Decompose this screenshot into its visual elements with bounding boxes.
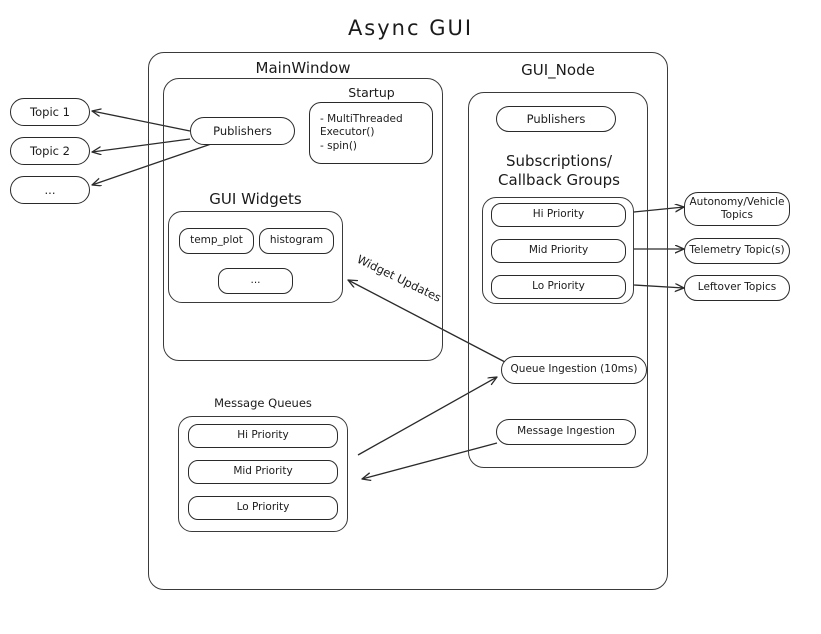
left-topic-box-1[interactable]: Topic 1	[10, 98, 90, 126]
gui-node-container	[468, 92, 648, 468]
callback-group-mid-priority[interactable]: Mid Priority	[491, 239, 626, 263]
left-topic-box-3[interactable]: ...	[10, 176, 90, 204]
message-queues-label: Message Queues	[214, 396, 312, 410]
subscriptions-label: Subscriptions/ Callback Groups	[498, 152, 620, 189]
left-topic-box-2[interactable]: Topic 2	[10, 137, 90, 165]
gui-widget-temp-plot[interactable]: temp_plot	[179, 228, 254, 254]
callback-groups-container	[482, 197, 634, 304]
main-window-publishers-box[interactable]: Publishers	[190, 117, 295, 145]
gui-widget-histogram[interactable]: histogram	[259, 228, 334, 254]
message-ingestion-box[interactable]: Message Ingestion	[496, 419, 636, 445]
message-queue-hi-priority[interactable]: Hi Priority	[188, 424, 338, 448]
right-topic-telemetry[interactable]: Telemetry Topic(s)	[684, 238, 790, 264]
gui-widgets-container	[168, 211, 343, 303]
gui-node-label: GUI_Node	[521, 61, 595, 79]
main-window-container	[163, 78, 443, 361]
message-queue-mid-priority[interactable]: Mid Priority	[188, 460, 338, 484]
queue-ingestion-box[interactable]: Queue Ingestion (10ms)	[501, 356, 647, 384]
callback-group-hi-priority[interactable]: Hi Priority	[491, 203, 626, 227]
gui-widgets-label: GUI Widgets	[209, 190, 302, 208]
gui-node-publishers-box[interactable]: Publishers	[496, 106, 616, 132]
right-topic-leftover[interactable]: Leftover Topics	[684, 275, 790, 301]
gui-widget-more[interactable]: ...	[218, 268, 293, 294]
message-queue-lo-priority[interactable]: Lo Priority	[188, 496, 338, 520]
diagram-title: Async GUI	[347, 16, 474, 40]
callback-group-lo-priority[interactable]: Lo Priority	[491, 275, 626, 299]
app-outer-container	[148, 52, 668, 590]
startup-box: - MultiThreaded Executor() - spin()	[309, 102, 433, 164]
right-topic-autonomy-vehicle[interactable]: Autonomy/Vehicle Topics	[684, 192, 790, 226]
startup-label: Startup	[348, 85, 395, 100]
main-window-label: MainWindow	[255, 59, 351, 77]
message-queues-container	[178, 416, 348, 532]
